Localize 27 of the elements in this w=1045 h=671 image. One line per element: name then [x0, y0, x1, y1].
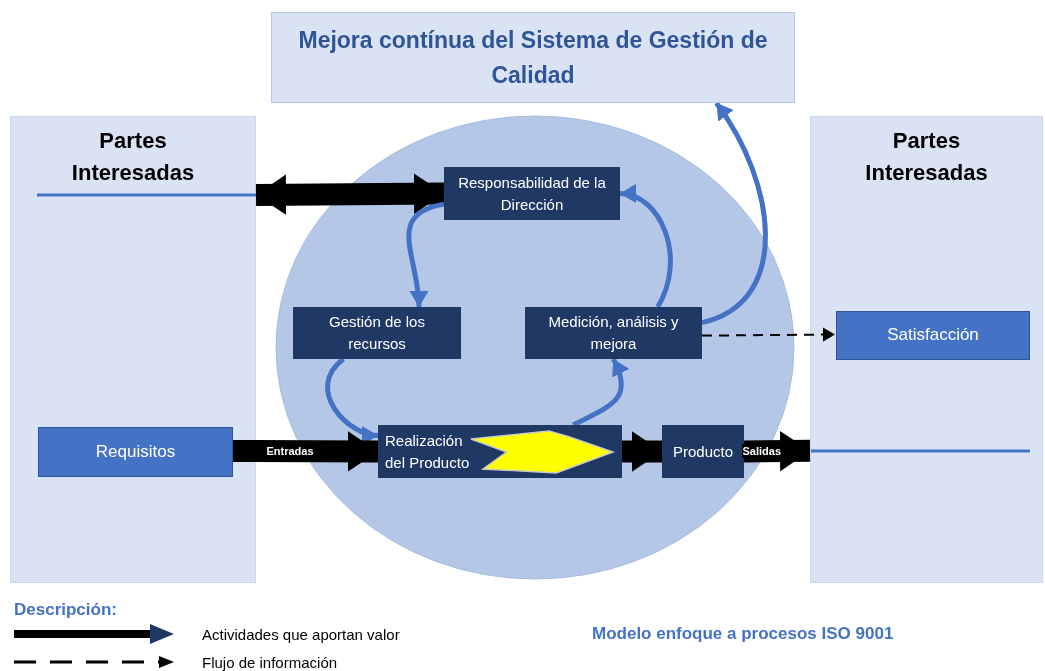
double-arrow [255, 173, 445, 215]
curved-arrow [701, 101, 768, 325]
box-text: Realización del Producto [385, 430, 471, 473]
curved-arrow [619, 186, 673, 309]
panel-heading: Partes Interesadas [70, 127, 196, 187]
process-box: Producto [662, 425, 744, 478]
arrow [231, 431, 379, 472]
legend-heading: Descripción: [14, 600, 117, 620]
process-box [378, 425, 622, 478]
legend-text: Actividades que aportan valor [202, 625, 400, 643]
curved-arrow [572, 357, 629, 428]
arrow [701, 327, 836, 342]
process-box: Gestión de los recursos [293, 307, 461, 359]
stakeholder-panel [810, 116, 1043, 583]
title-box: Mejora contínua del Sistema de Gestión de Calidad [271, 12, 795, 103]
process-box: Medición, análisis y mejora [525, 307, 702, 359]
arrow [622, 431, 662, 472]
chevron-arrow [471, 431, 613, 473]
edge-label: Salidas [741, 444, 783, 459]
curved-arrow [406, 201, 445, 308]
caption: Modelo enfoque a procesos ISO 9001 [592, 624, 894, 644]
panel-heading: Partes Interesadas [864, 127, 989, 187]
stakeholder-panel [10, 116, 256, 583]
process-box: Responsabilidad de la Dirección [444, 167, 620, 220]
process-box: Satisfacción [836, 311, 1030, 360]
process-box: Requisitos [38, 427, 233, 477]
legend-text: Flujo de información [202, 653, 338, 671]
